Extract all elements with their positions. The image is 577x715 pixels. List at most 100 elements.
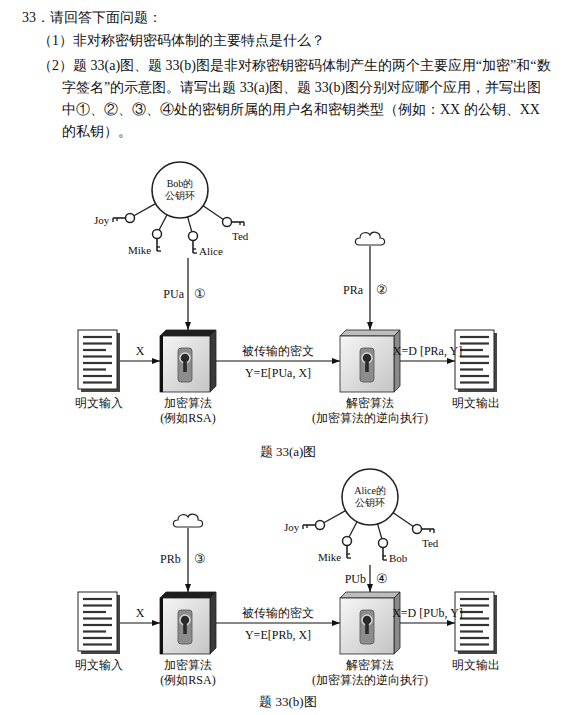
key-owner-name: Ted [422, 536, 438, 551]
key-source-cloud [355, 232, 384, 245]
figure-caption: 题 33(b)图 [259, 694, 316, 709]
document-text-line [83, 342, 112, 344]
key-bow [153, 230, 162, 239]
document-text-line [460, 617, 489, 619]
document-text-line [83, 375, 112, 377]
box-side-face [210, 330, 216, 392]
arrow-connector [216, 622, 340, 623]
key-tooth [193, 248, 196, 249]
key-link [324, 511, 346, 523]
document-text-line [460, 362, 489, 364]
document-page [455, 592, 494, 651]
key-shaft [303, 524, 316, 526]
node-outline [160, 592, 216, 654]
decryption-box: 解密算法 (加密算法的逆向执行) [340, 592, 400, 654]
key-ring-outline [342, 469, 398, 525]
key-owner-name: Joy [94, 213, 109, 228]
key-tooth [433, 529, 434, 533]
node-text: 明文输出 [441, 396, 511, 411]
document-text-line [83, 624, 112, 626]
document-text-line [83, 643, 112, 645]
document-text-line [83, 355, 112, 357]
box-side-face [394, 592, 400, 654]
key-shaft [346, 546, 348, 559]
node-outline [105, 160, 255, 258]
document-text-line [83, 604, 112, 606]
key-tooth [383, 559, 387, 560]
key-shaft [232, 221, 245, 223]
document-text-line [83, 336, 112, 338]
key-link [378, 524, 382, 539]
document-text-line [460, 611, 483, 613]
key-tooth [302, 525, 303, 529]
document-text-line [460, 349, 483, 351]
key-bow [379, 539, 388, 548]
node-outline [295, 467, 445, 565]
plaintext-document: 明文输出 [455, 330, 497, 392]
document-text-line [460, 604, 489, 606]
keyhole-slot [365, 360, 369, 372]
lock-plate [178, 610, 192, 644]
edge-label: X [136, 344, 145, 358]
document-text-line [460, 624, 489, 626]
key-tooth [112, 218, 113, 222]
key-shaft [382, 548, 384, 561]
box-front-face [340, 598, 394, 654]
edge-label: 被传输的密文 [242, 606, 314, 620]
node-text: 明文输入 [64, 396, 134, 411]
key-tooth [383, 555, 386, 556]
key-tooth [429, 529, 430, 532]
key-tooth [347, 553, 350, 554]
key-owner-name: Alice [199, 244, 223, 259]
callout-number: ④ [376, 571, 388, 586]
document-text-line [460, 381, 489, 383]
arrow-connector [216, 360, 340, 361]
edge-label: X [136, 606, 145, 620]
key-bow [126, 214, 135, 223]
document-text-line [83, 637, 112, 639]
arrow-connector [187, 258, 188, 330]
key-name: PRa [343, 283, 363, 298]
edge-label: 被传输的密文 [242, 344, 314, 358]
document-text-line [83, 362, 112, 364]
document-text-line [460, 630, 483, 632]
edge-label: PUb [345, 572, 366, 586]
question-text: （1）非对称密钥密码体制的主要特点是什么？ [38, 33, 325, 48]
document-text-line [460, 637, 489, 639]
document-text-line [460, 336, 489, 338]
key-tooth [193, 252, 197, 253]
box-edge [160, 598, 163, 654]
arrow-connector [120, 622, 160, 623]
node-text: 解密算法 (加密算法的逆向执行) [308, 658, 432, 688]
document-text-line [460, 643, 489, 645]
document-page [455, 330, 494, 389]
arrow-connector [369, 565, 370, 592]
key-owner-name: Mike [128, 243, 151, 258]
ciphertext-formula: Y=E[PRb, X] [245, 628, 311, 643]
document-text-line [460, 342, 489, 344]
document-text-line [83, 381, 112, 383]
key-tooth [306, 525, 307, 528]
key-bow [189, 232, 198, 241]
node-text: 明文输出 [441, 658, 511, 673]
document-page [78, 330, 117, 389]
node-outline [455, 592, 497, 654]
plaintext-document: 明文输入 [78, 592, 120, 654]
node-outline [340, 330, 400, 392]
callout-number: ③ [194, 551, 206, 566]
key-bow [223, 218, 232, 227]
key-owner-name: Bob [389, 551, 407, 566]
box-front-face [160, 598, 210, 654]
key-shaft [156, 239, 158, 252]
node-text: Bob的 公钥环 [155, 178, 205, 202]
document-text-line [460, 375, 489, 377]
box-front-face [160, 336, 210, 392]
node-outline [340, 592, 400, 654]
box-top-face [160, 592, 216, 598]
node-text: Alice的 公钥环 [345, 485, 395, 509]
arrow-connector [400, 360, 455, 361]
decryption-box: 解密算法 (加密算法的逆向执行) [340, 330, 400, 392]
edge-label: X=D [PUb, Y] [392, 606, 463, 620]
box-top-face [340, 330, 400, 336]
